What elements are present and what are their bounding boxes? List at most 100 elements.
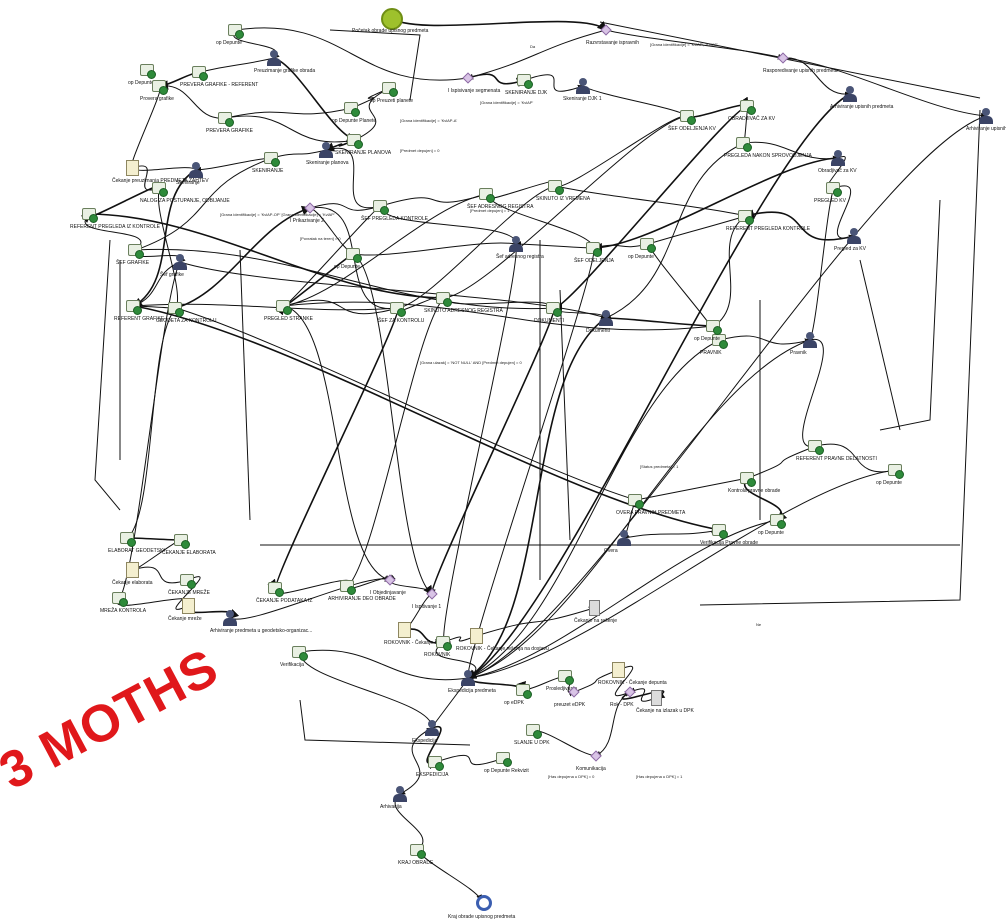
service-task-node[interactable]: [140, 62, 156, 79]
service-task-node[interactable]: [152, 78, 168, 95]
service-task-label: GEODETA ZA KONTROLU: [156, 318, 217, 324]
service-task-node[interactable]: [347, 132, 363, 149]
gateway-task-node[interactable]: [460, 70, 476, 86]
service-task-node[interactable]: [264, 150, 280, 167]
user-task-node[interactable]: [830, 150, 846, 166]
user-task-node[interactable]: [392, 786, 408, 802]
service-task-node[interactable]: [558, 668, 574, 685]
service-task-node[interactable]: [276, 298, 292, 315]
service-task-node[interactable]: [373, 198, 389, 215]
end-event-icon[interactable]: [476, 895, 492, 911]
user-task-node[interactable]: [598, 310, 614, 326]
start-event-icon[interactable]: [381, 8, 403, 30]
edge-connector: [475, 606, 595, 637]
gateway-task-node[interactable]: [775, 50, 791, 66]
document-icon: [398, 622, 411, 638]
service-task-node[interactable]: [346, 246, 362, 263]
user-task-node[interactable]: [266, 50, 282, 66]
service-task-node[interactable]: [740, 98, 756, 115]
user-task-node[interactable]: [508, 236, 524, 252]
doc-task-label: Čekanje preuzimanja PREDMETA ZAHTEV: [112, 178, 209, 184]
service-task-node[interactable]: [112, 590, 128, 607]
edge-condition-label: [Grana identifikacije] = 'KvlAP-OP' [Gra…: [220, 212, 335, 217]
gateway-task-node[interactable]: [622, 684, 638, 700]
service-task-node[interactable]: [548, 178, 564, 195]
user-task-node[interactable]: [842, 86, 858, 102]
gateway-icon: [590, 750, 602, 762]
user-task-node[interactable]: [978, 108, 994, 124]
user-task-node[interactable]: [616, 530, 632, 546]
service-task-node[interactable]: [479, 186, 495, 203]
timer-task-node[interactable]: [648, 690, 664, 706]
gear-icon: [647, 244, 656, 253]
user-task-node[interactable]: [188, 162, 204, 178]
service-task-node[interactable]: [496, 750, 512, 767]
user-task-label: Arhiviranje upisnih predmeta: [966, 126, 1006, 132]
user-task-node[interactable]: [575, 78, 591, 94]
service-task-node[interactable]: [740, 470, 756, 487]
service-task-node[interactable]: [228, 22, 244, 39]
edge-connector: [329, 29, 421, 101]
user-task-node[interactable]: [318, 142, 334, 158]
service-task-node[interactable]: [436, 634, 452, 651]
service-task-node[interactable]: [712, 522, 728, 539]
service-task-node[interactable]: [268, 580, 284, 597]
service-task-node[interactable]: [410, 842, 426, 859]
user-task-node[interactable]: [802, 332, 818, 348]
service-task-node[interactable]: [120, 530, 136, 547]
user-task-node[interactable]: [222, 610, 238, 626]
doc-task-node[interactable]: [180, 598, 196, 614]
service-task-node[interactable]: [808, 438, 824, 455]
gateway-task-node[interactable]: [566, 684, 582, 700]
service-task-node[interactable]: [390, 300, 406, 317]
service-task-node[interactable]: [436, 290, 452, 307]
service-task-node[interactable]: [180, 572, 196, 589]
edge-connector: [467, 73, 527, 87]
service-task-node[interactable]: [168, 300, 184, 317]
user-task-node[interactable]: [424, 720, 440, 736]
service-task-node[interactable]: [128, 242, 144, 259]
service-task-label: OBRADJIVAČ ZA KV: [728, 116, 776, 122]
service-task-node[interactable]: [680, 108, 696, 125]
user-task-node[interactable]: [172, 254, 188, 270]
service-task-node[interactable]: [174, 532, 190, 549]
timer-task-node[interactable]: [586, 600, 602, 616]
user-task-node[interactable]: [460, 670, 476, 686]
service-task-node[interactable]: [706, 318, 722, 335]
service-task-node[interactable]: [340, 578, 356, 595]
gateway-task-node[interactable]: [382, 572, 398, 588]
service-task-node[interactable]: [586, 240, 602, 257]
gateway-task-node[interactable]: [598, 22, 614, 38]
service-task-node[interactable]: [546, 300, 562, 317]
service-task-node[interactable]: [628, 492, 644, 509]
service-task-node[interactable]: [126, 298, 142, 315]
service-task-node[interactable]: [82, 206, 98, 223]
gateway-task-node[interactable]: [588, 748, 604, 764]
service-task-node[interactable]: [344, 100, 360, 117]
service-task-node[interactable]: [218, 110, 234, 127]
doc-task-node[interactable]: [124, 562, 140, 578]
service-task-node[interactable]: [888, 462, 904, 479]
gateway-task-node[interactable]: [424, 586, 440, 602]
service-task-node[interactable]: [517, 72, 533, 89]
doc-task-node[interactable]: [610, 662, 626, 678]
service-task-node[interactable]: [826, 180, 842, 197]
gateway-icon: [384, 574, 396, 586]
service-task-node[interactable]: [516, 682, 532, 699]
service-task-node[interactable]: [382, 80, 398, 97]
service-task-node[interactable]: [192, 64, 208, 81]
service-task-node[interactable]: [292, 644, 308, 661]
gear-icon: [443, 298, 452, 307]
service-task-node[interactable]: [428, 754, 444, 771]
doc-task-node[interactable]: [124, 160, 140, 176]
service-task-node[interactable]: [152, 180, 168, 197]
doc-task-node[interactable]: [396, 622, 412, 638]
service-task-node[interactable]: [640, 236, 656, 253]
service-task-node[interactable]: [770, 512, 786, 529]
service-task-node[interactable]: [736, 135, 752, 152]
user-task-node[interactable]: [846, 228, 862, 244]
doc-task-node[interactable]: [468, 628, 484, 644]
service-task-node[interactable]: [738, 208, 754, 225]
gateway-task-label: Komunikacija: [576, 766, 606, 772]
service-task-node[interactable]: [526, 722, 542, 739]
